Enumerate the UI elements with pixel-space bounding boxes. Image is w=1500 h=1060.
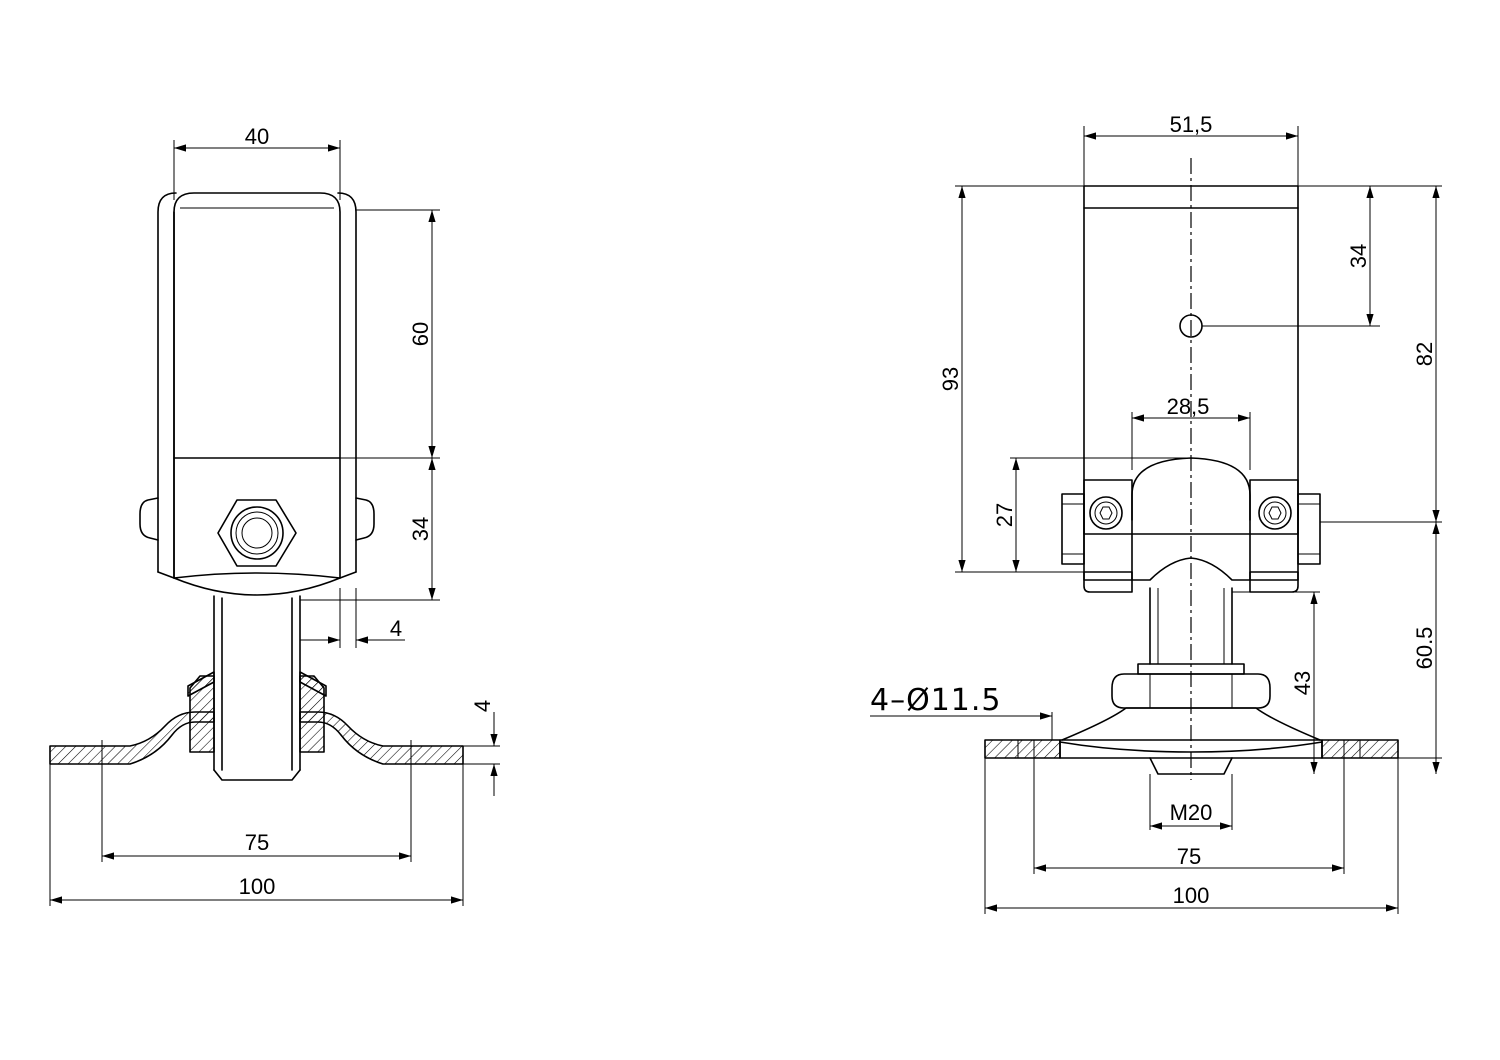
- dim-stem-height: 43: [1290, 671, 1315, 695]
- dim-top-width: 40: [245, 124, 269, 149]
- dim-body-height: 82: [1412, 342, 1437, 366]
- dim-clamp-width: 28,5: [1167, 394, 1210, 419]
- holes-callout: 4–Ø11.5: [870, 683, 1002, 718]
- dim-hole-spacing: 75: [1177, 844, 1201, 869]
- dim-overall-height: 93: [938, 367, 963, 391]
- dim-clamp-height: 27: [992, 503, 1017, 527]
- base-plate-section: [984, 739, 1061, 759]
- socket-screw-right: [1258, 496, 1292, 530]
- adjusting-nut: [1111, 673, 1271, 709]
- dim-hole-height: 34: [1346, 244, 1371, 268]
- dim-base-width: 100: [239, 874, 276, 899]
- front-view: 51,5 34 93 82 28,5 27 43 60.5 4–Ø11.5 M2…: [870, 112, 1442, 914]
- dim-lower-height: 60.5: [1412, 627, 1437, 670]
- dim-hole-spacing: 75: [245, 830, 269, 855]
- dim-top-width: 51,5: [1170, 112, 1213, 137]
- side-view: 40 60 34 4 4 75 100: [49, 124, 500, 906]
- dim-thread: M20: [1170, 800, 1213, 825]
- hex-nut: [217, 499, 297, 567]
- dim-plate-thickness: 4: [470, 700, 495, 712]
- dim-upper-height: 60: [408, 322, 433, 346]
- dim-base-width: 100: [1173, 883, 1210, 908]
- dim-lower-height: 34: [408, 517, 433, 541]
- socket-screw-left: [1089, 496, 1123, 530]
- dim-offset: 4: [390, 616, 402, 641]
